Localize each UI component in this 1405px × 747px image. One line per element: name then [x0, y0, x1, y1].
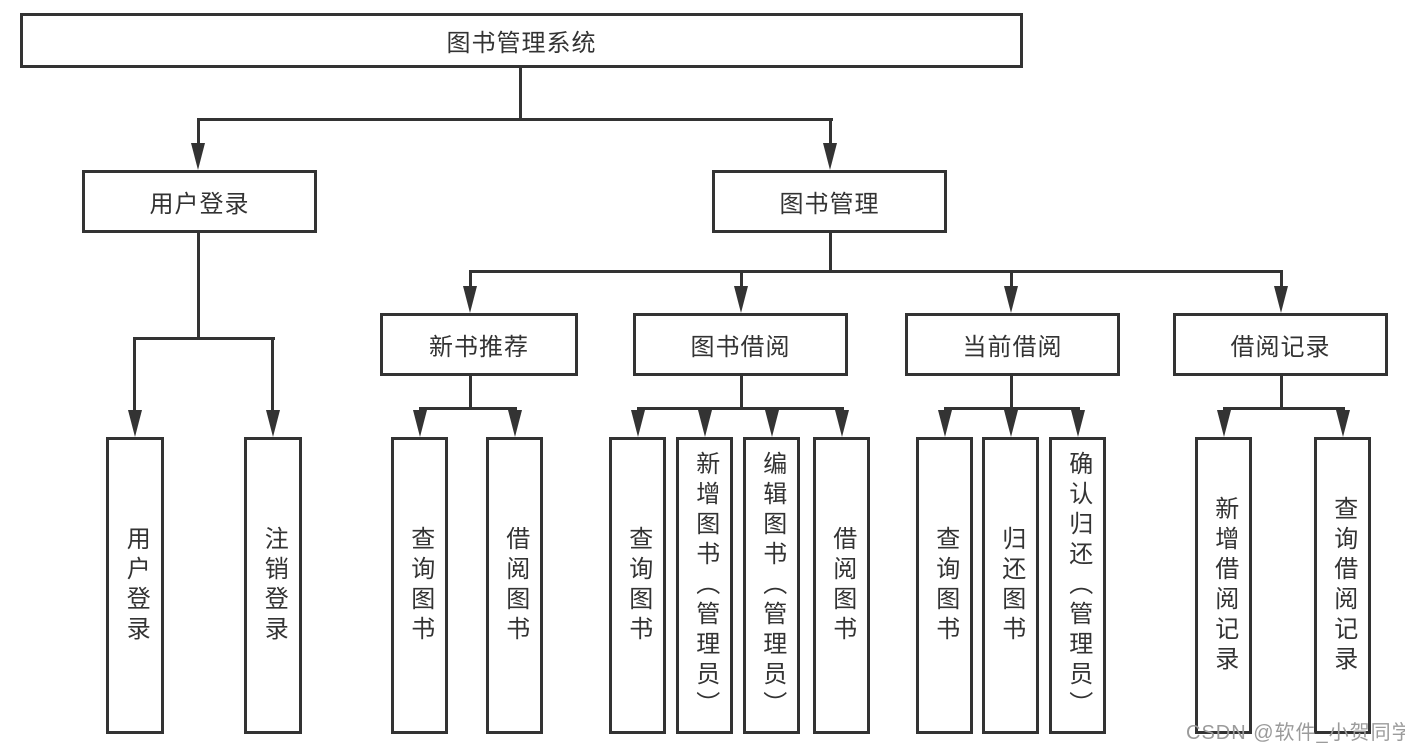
node-book-management-label: 图书管理	[779, 191, 880, 218]
connector-user-login-stem	[197, 233, 200, 337]
leaf-bb-edit-books-admin-label: 编辑图书（管理员）	[758, 450, 786, 721]
connector-drop-book-management	[829, 118, 832, 146]
connector-new-book-recommend-stem	[469, 376, 472, 407]
leaf-nb-query-books: 查询图书	[391, 437, 448, 734]
connector-drop-borrowing-records	[1280, 270, 1283, 288]
connector-book-management-stem	[829, 233, 832, 270]
connector-drop-current-borrowing	[1010, 270, 1013, 288]
connector-drop-leaf-user-login	[133, 337, 136, 412]
arrow-down-icon-bb-borrow	[835, 410, 849, 437]
arrow-down-icon-borrowing-records	[1274, 286, 1288, 313]
arrow-down-icon-cb-query	[938, 410, 952, 437]
leaf-bb-edit-books-admin: 编辑图书（管理员）	[743, 437, 800, 734]
node-book-management: 图书管理	[712, 170, 947, 233]
connector-book-borrowing-stem	[740, 376, 743, 407]
leaf-cb-return-books-label: 归还图书	[997, 525, 1025, 646]
leaf-nb-borrow-books: 借阅图书	[486, 437, 543, 734]
arrow-down-icon-nb-borrow	[508, 410, 522, 437]
node-new-book-recommend-label: 新书推荐	[429, 334, 529, 361]
leaf-br-add-record-label: 新增借阅记录	[1210, 495, 1238, 676]
arrow-down-icon-nb-query	[413, 410, 427, 437]
arrow-down-icon-current-borrowing	[1004, 286, 1018, 313]
node-borrowing-records: 借阅记录	[1173, 313, 1388, 376]
connector-borrowing-records-stem	[1280, 376, 1283, 407]
arrow-down-icon-cb-confirm	[1071, 410, 1085, 437]
arrow-down-icon-br-query	[1336, 410, 1350, 437]
leaf-br-query-record-label: 查询借阅记录	[1329, 495, 1357, 676]
leaf-bb-borrow-books: 借阅图书	[813, 437, 870, 734]
leaf-br-add-record: 新增借阅记录	[1195, 437, 1252, 734]
watermark: CSDN @软件_小贺同学	[1186, 722, 1405, 744]
arrow-down-icon-bb-add	[698, 410, 712, 437]
connector-drop-leaf-logout	[271, 337, 274, 412]
connector-user-login-horizontal	[133, 337, 275, 340]
leaf-cb-return-books: 归还图书	[982, 437, 1039, 734]
node-current-borrowing-label: 当前借阅	[962, 334, 1063, 361]
arrow-down-icon-new-book-recommend	[463, 286, 477, 313]
connector-drop-new-book-recommend	[469, 270, 472, 288]
leaf-bb-add-books-admin-label: 新增图书（管理员）	[691, 450, 719, 721]
leaf-nb-borrow-books-label: 借阅图书	[501, 525, 529, 646]
connector-borrowing-records-horizontal	[1223, 407, 1345, 410]
leaf-cb-confirm-return-admin-label: 确认归还（管理员）	[1064, 450, 1092, 721]
node-new-book-recommend: 新书推荐	[380, 313, 578, 376]
node-user-login-label: 用户登录	[149, 191, 250, 218]
leaf-cb-query-books-label: 查询图书	[931, 525, 959, 646]
node-current-borrowing: 当前借阅	[905, 313, 1120, 376]
arrow-down-icon-book-management	[823, 143, 837, 170]
arrow-down-icon-user-login	[191, 143, 205, 170]
connector-level1-horizontal	[197, 118, 833, 121]
leaf-user-login-label: 用户登录	[122, 525, 150, 646]
arrow-down-icon-br-add	[1217, 410, 1231, 437]
node-book-borrowing-label: 图书借阅	[690, 334, 791, 361]
node-borrowing-records-label: 借阅记录	[1230, 334, 1331, 361]
leaf-logout: 注销登录	[244, 437, 302, 734]
arrow-down-icon-book-borrowing	[734, 286, 748, 313]
connector-root-stem	[519, 68, 522, 118]
connector-drop-book-borrowing	[740, 270, 743, 288]
arrow-down-icon-cb-return	[1004, 410, 1018, 437]
node-root: 图书管理系统	[20, 13, 1023, 68]
node-user-login: 用户登录	[82, 170, 317, 233]
leaf-nb-query-books-label: 查询图书	[406, 525, 434, 646]
leaf-bb-add-books-admin: 新增图书（管理员）	[676, 437, 733, 734]
leaf-br-query-record: 查询借阅记录	[1314, 437, 1371, 734]
connector-drop-user-login	[197, 118, 200, 146]
leaf-bb-query-books-label: 查询图书	[624, 525, 652, 646]
leaf-logout-label: 注销登录	[260, 525, 288, 646]
connector-new-book-recommend-horizontal	[419, 407, 517, 410]
leaf-bb-query-books: 查询图书	[609, 437, 666, 734]
arrow-down-icon-bb-edit	[765, 410, 779, 437]
arrow-down-icon-leaf-logout	[266, 410, 280, 437]
leaf-bb-borrow-books-label: 借阅图书	[828, 525, 856, 646]
leaf-user-login: 用户登录	[106, 437, 164, 734]
leaf-cb-query-books: 查询图书	[916, 437, 973, 734]
connector-level2-horizontal	[469, 270, 1283, 273]
leaf-cb-confirm-return-admin: 确认归还（管理员）	[1049, 437, 1106, 734]
node-book-borrowing: 图书借阅	[633, 313, 848, 376]
node-root-label: 图书管理系统	[446, 30, 597, 57]
connector-book-borrowing-horizontal	[637, 407, 844, 410]
arrow-down-icon-leaf-user-login	[128, 410, 142, 437]
arrow-down-icon-bb-query	[631, 410, 645, 437]
connector-current-borrowing-stem	[1010, 376, 1013, 407]
